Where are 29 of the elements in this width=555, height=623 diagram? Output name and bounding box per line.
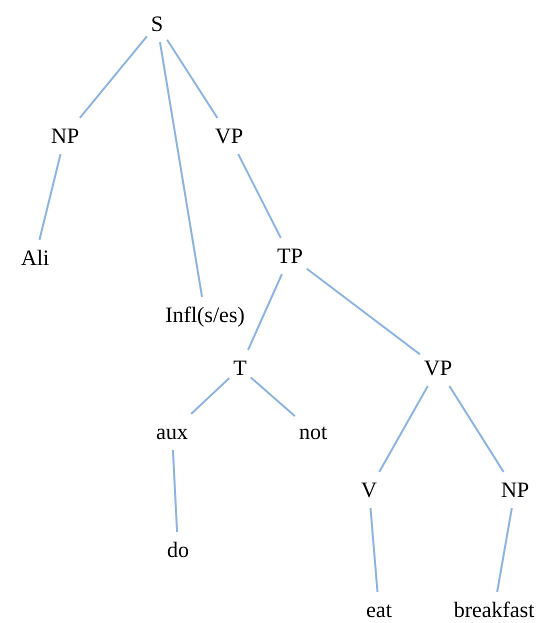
tree-branch-line: [172, 450, 178, 532]
tree-node-label: aux: [156, 420, 188, 444]
tree-node-label: breakfast: [454, 598, 534, 622]
tree-node-label: T: [233, 356, 247, 380]
tree-branch-line: [247, 274, 283, 350]
tree-branch-line: [237, 154, 282, 238]
tree-branch-line: [159, 42, 203, 298]
tree-branch-line: [306, 268, 421, 356]
tree-branch-line: [166, 39, 218, 118]
tree-node-label: S: [150, 12, 164, 36]
tree-node-label: do: [167, 538, 189, 562]
tree-node-label: eat: [366, 598, 392, 622]
tree-node-label: Infl(s/es): [165, 302, 245, 328]
tree-branch-line: [448, 386, 504, 472]
tree-branch-line: [79, 36, 148, 119]
tree-branch-line: [370, 508, 378, 592]
tree-node-label: VP: [424, 356, 452, 380]
tree-node-label: Ali: [20, 246, 50, 270]
tree-node-label: NP: [50, 124, 80, 148]
tree-branch-line: [190, 377, 230, 415]
tree-node-label: VP: [214, 124, 244, 148]
tree-branch-line: [378, 386, 429, 472]
tree-node-label: TP: [277, 244, 303, 268]
tree-node-label: not: [298, 420, 328, 444]
tree-branch-line: [38, 154, 62, 240]
tree-node-label: V: [361, 478, 377, 502]
tree-node-label: NP: [500, 478, 530, 502]
tree-branch-line: [250, 376, 296, 417]
tree-branch-line: [496, 508, 513, 592]
